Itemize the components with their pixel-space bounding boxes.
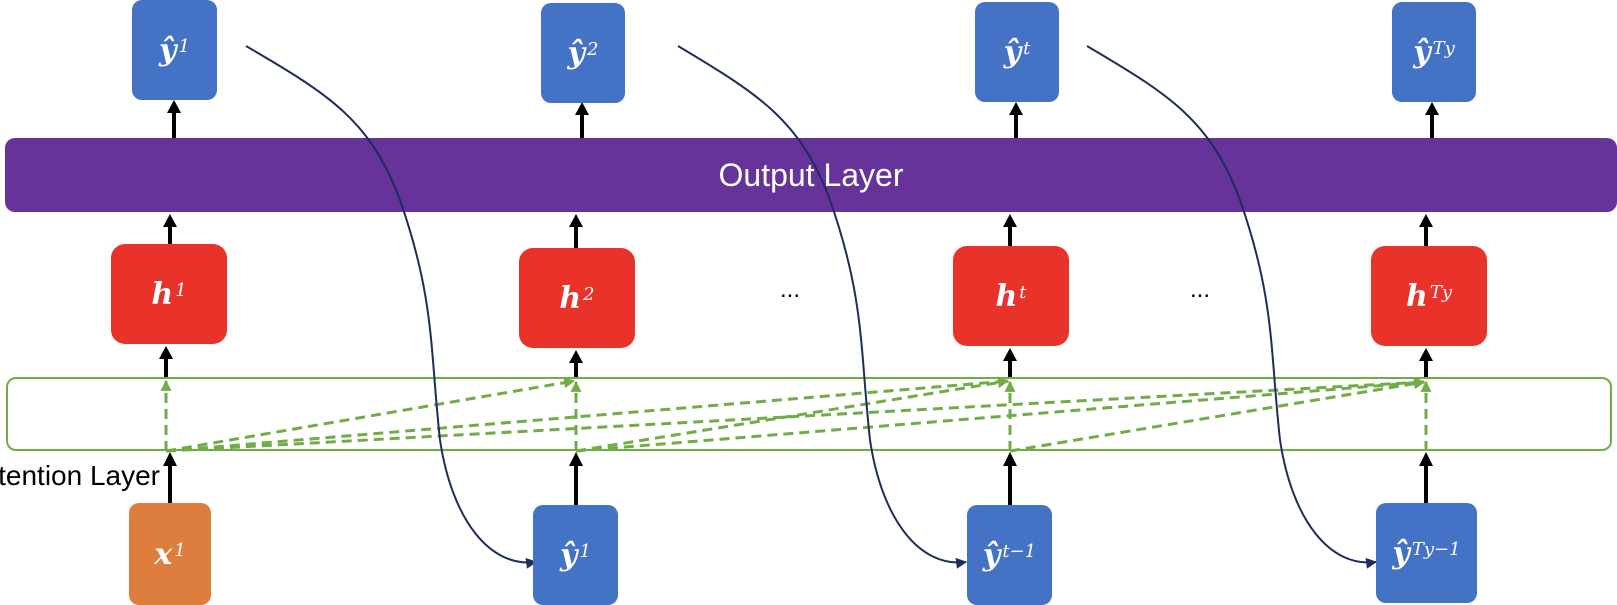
arrowhead-attn-h4 (1419, 348, 1433, 361)
attn-2-3 (575, 377, 1010, 453)
node-label-sup: Ty (1432, 37, 1455, 59)
arrowhead-input-1 (163, 452, 177, 466)
node-label-base: h (559, 280, 582, 316)
arrowhead-attn-h3 (1003, 348, 1017, 361)
node-label-base: ŷ (982, 537, 1001, 573)
attention-layer (6, 377, 1612, 451)
node-label-base: h (151, 276, 174, 312)
arrowhead-out-y1 (167, 100, 181, 113)
attention-layer-label: Attention Layer (0, 460, 160, 491)
node-label-base: ŷ (560, 537, 578, 573)
node-label-base: ŷ (567, 35, 585, 71)
output-to-top-arrows (172, 110, 1434, 138)
node-label-base: h (1406, 278, 1428, 314)
node-label-base: ŷ (159, 32, 177, 68)
attn-1-2 (165, 377, 576, 453)
node-label-sup: 2 (586, 38, 599, 60)
node-label-sup: 2 (583, 283, 595, 305)
output-top-arrowheads (167, 100, 1439, 115)
input-to-attention-arrows (168, 462, 1428, 505)
feedback-y2 (677, 45, 968, 569)
arrowhead-input-4 (1419, 452, 1433, 466)
attn-2-4 (575, 377, 1426, 453)
node-label-sup: 1 (175, 279, 187, 301)
arrowhead-input-3 (1003, 452, 1017, 466)
arrowhead-h1-out (163, 214, 177, 227)
feedback-y1 (245, 45, 538, 569)
node-label-sup: Ty (1429, 281, 1452, 303)
node-label-base: ŷ (1413, 34, 1431, 70)
arrowhead-h2-out (569, 214, 583, 227)
ellipsis-1: ... (780, 276, 801, 303)
node-label-sup: t (1023, 37, 1031, 59)
attn-3-4 (1009, 378, 1426, 453)
arrowhead-out-y2 (575, 102, 589, 115)
feedback-y3 (1086, 45, 1378, 569)
arrowhead-h3-out (1003, 214, 1017, 227)
arrowhead-h4-out (1419, 214, 1433, 227)
node-label-sup: t (1019, 281, 1027, 303)
feedback-curves (245, 45, 1378, 569)
hidden-to-output-arrows (168, 224, 1428, 248)
node-label-base: h (995, 278, 1018, 314)
attn-1-3 (165, 376, 1010, 453)
arrowhead-attn-h2 (569, 350, 583, 363)
arrowhead-out-y4 (1425, 102, 1439, 115)
node-label-sup: Ty−1 (1411, 538, 1461, 560)
node-label-base: ŷ (1003, 34, 1022, 70)
node-label-base: ŷ (1392, 535, 1410, 571)
arrowhead-out-y3 (1009, 102, 1023, 115)
attention-to-hidden-arrows (164, 356, 1428, 377)
node-label-sup: t−1 (1002, 540, 1037, 562)
output-layer: Output Layer (5, 138, 1617, 212)
input-arrowheads (163, 452, 1433, 466)
attention-layer-label-container: Attention Layer (0, 460, 160, 492)
node-label-sup: 1 (579, 540, 591, 562)
node-label-sup: 1 (174, 539, 186, 561)
ellipsis-2: ... (1190, 276, 1211, 303)
attention-hidden-arrowheads (159, 346, 1433, 363)
output-layer-label: Output Layer (718, 156, 904, 193)
arrowhead-input-2 (569, 452, 583, 466)
hidden-output-arrowheads (163, 214, 1433, 227)
node-label-base: x (154, 536, 173, 572)
arrowhead-attn-h1 (159, 346, 173, 359)
attn-1-4 (165, 377, 1426, 453)
node-label-sup: 1 (178, 35, 190, 57)
attention-dashed-connections (160, 376, 1432, 453)
